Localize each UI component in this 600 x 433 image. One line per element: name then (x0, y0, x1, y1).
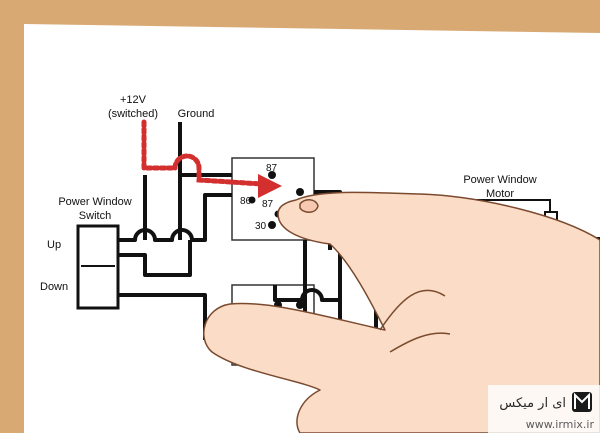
ground-label: Ground (178, 108, 215, 120)
pin-87-label: 87 (266, 163, 278, 174)
highlight-wire (141, 119, 265, 187)
pin-87a-label: 87 (262, 199, 274, 210)
motor-label-line1: Power Window (463, 174, 536, 186)
down-label: Down (40, 281, 68, 293)
pin-86-label: 86 (240, 196, 252, 207)
finger-crease (389, 332, 451, 353)
hand-illustration (203, 191, 600, 433)
knuckle-line (379, 289, 446, 331)
watermark: ای ار میکس www.irmix.ir (488, 385, 600, 433)
fingernail (299, 199, 319, 213)
up-label: Up (47, 239, 61, 251)
switch-label-line2: Switch (79, 210, 111, 222)
switch-label-line1: Power Window (58, 196, 131, 208)
switched-label: (switched) (108, 108, 158, 120)
watermark-url: www.irmix.ir (526, 418, 595, 431)
switched-12v-highlight-path (141, 119, 282, 198)
pin-30-label: 30 (255, 221, 267, 232)
watermark-brand: ای ار میکس (499, 396, 566, 411)
arrow-icon (258, 174, 282, 198)
power-window-switch (76, 224, 120, 310)
plus12v-label: +12V (120, 94, 147, 106)
motor-label-line2: Motor (486, 188, 514, 200)
hand-shape (203, 191, 600, 433)
